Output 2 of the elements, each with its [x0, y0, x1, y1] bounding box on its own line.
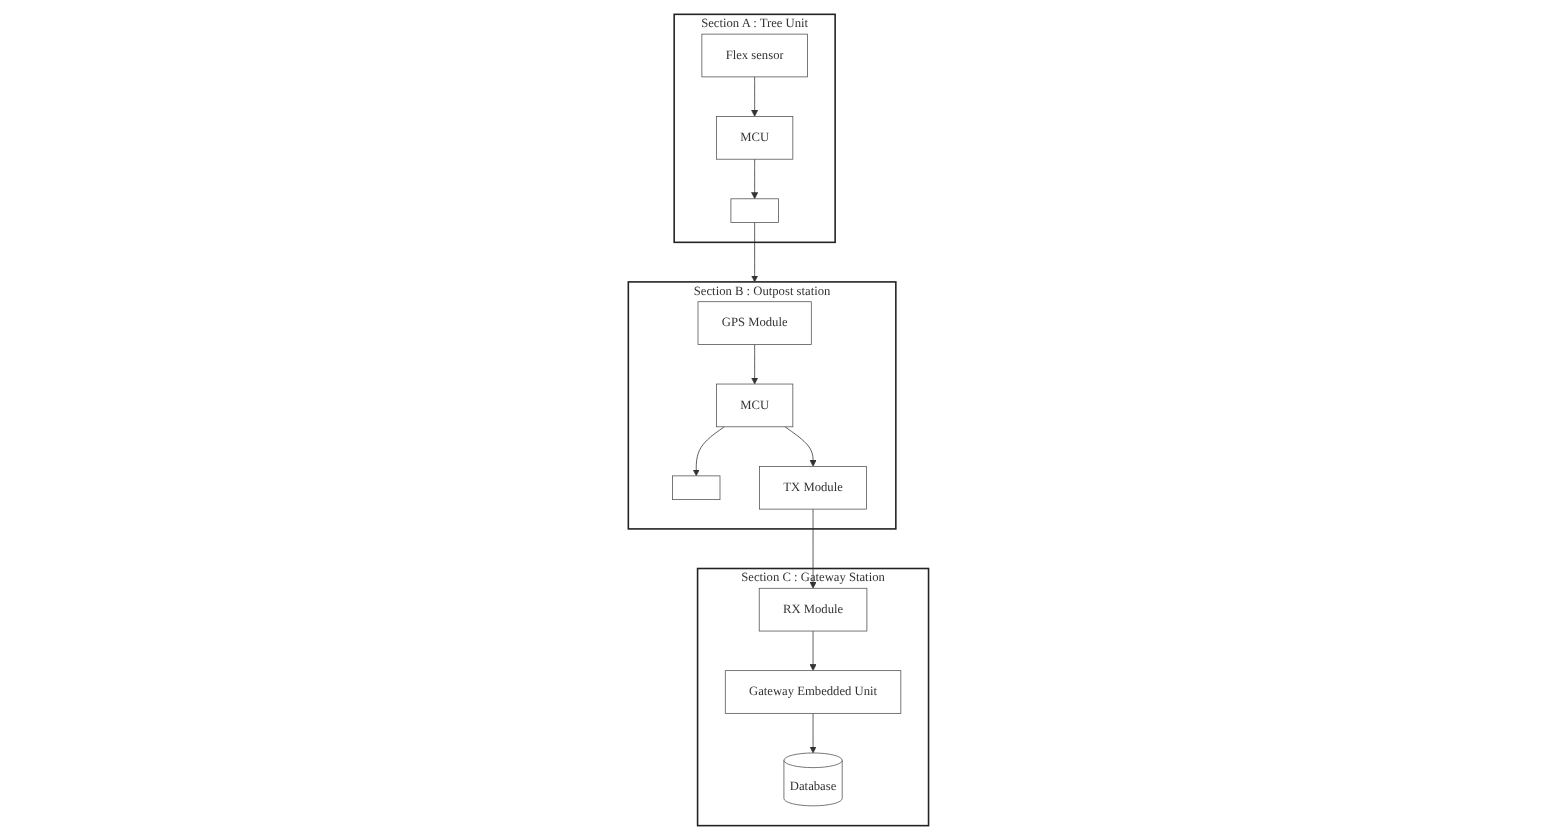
node-box [730, 198, 779, 223]
node-box [671, 475, 720, 500]
